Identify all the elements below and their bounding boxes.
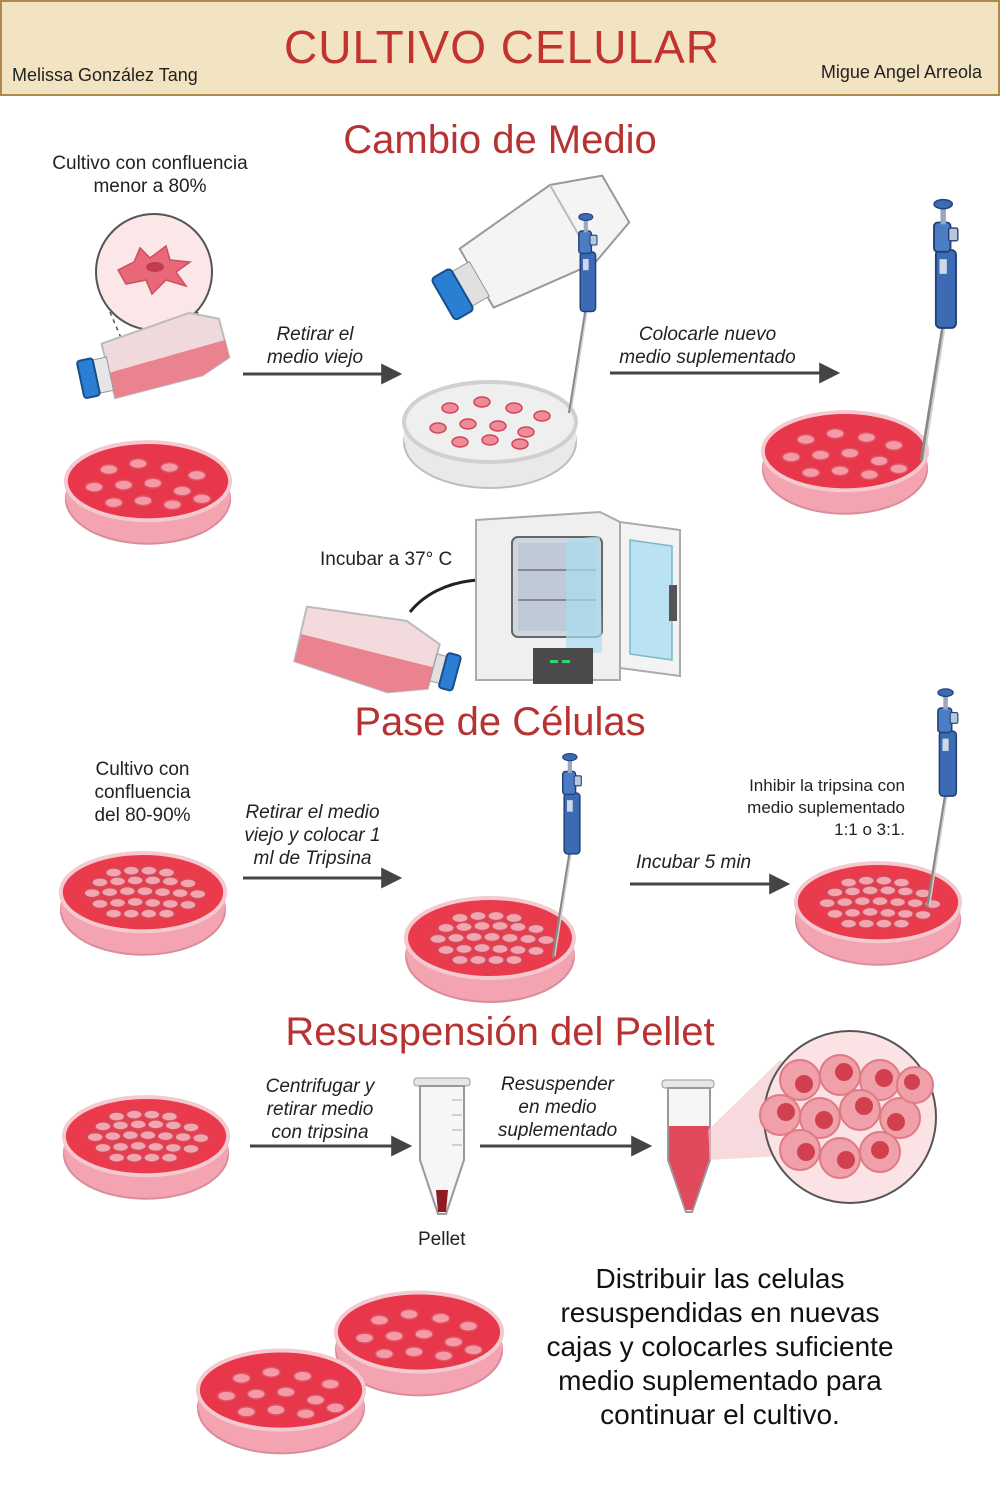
step-label-resuspend: Resuspender en medio suplementado <box>497 1074 618 1141</box>
petri-dish-icon <box>760 410 930 516</box>
petri-dish-icon <box>61 1095 231 1201</box>
step-label-incubate-5min: Incubar 5 min <box>636 852 752 873</box>
final-instruction: Distribuir las celulas resuspendidas en … <box>546 1263 894 1430</box>
caption-initial-culture: Cultivo con confluencia menor a 80% <box>52 153 248 197</box>
page-title: CULTIVO CELULAR <box>284 21 720 73</box>
pipette-icon <box>919 197 960 463</box>
centrifuge-tube-icon <box>661 1079 715 1213</box>
step-label-trypsin: Retirar el medio viejo y colocar 1 ml de… <box>244 802 381 869</box>
petri-dish-icon <box>63 440 233 546</box>
section-title-pellet: Resuspensión del Pellet <box>285 1010 715 1054</box>
pellet-label: Pellet <box>418 1229 466 1250</box>
cell-icon <box>759 1030 937 1204</box>
author-left: Melissa González Tang <box>12 65 198 85</box>
petri-dish-icon <box>195 1348 367 1456</box>
step-label-centrifuge: Centrifugar y retirar medio con tripsina <box>265 1076 375 1143</box>
culture-flask-icon <box>293 605 462 694</box>
step-label-incubate: Incubar a 37° C <box>320 549 453 570</box>
centrifuge-tube-icon <box>413 1077 471 1215</box>
petri-dish-icon <box>406 898 574 1002</box>
caption-confluent-culture: Cultivo con confluencia del 80-90% <box>94 759 191 826</box>
petri-dish-icon <box>402 380 578 489</box>
author-right: Migue Angel Arreola <box>820 62 982 82</box>
petri-dish-icon <box>58 851 228 957</box>
section-title-cambio: Cambio de Medio <box>343 118 657 162</box>
step-label-remove-old-medium: Retirar el medio viejo <box>266 324 364 368</box>
culture-flask-icon <box>76 311 231 400</box>
section-title-pase: Pase de Células <box>354 700 646 744</box>
header-banner: CULTIVO CELULAR Melissa González Tang Mi… <box>0 0 1000 96</box>
pipette-icon <box>925 686 960 910</box>
petri-dish-icon <box>793 861 963 967</box>
incubator-icon <box>475 510 681 684</box>
step-label-inhibit-trypsin: Inhibir la tripsina con medio suplementa… <box>747 776 905 839</box>
step-label-new-medium: Colocarle nuevo medio suplementado <box>619 324 796 368</box>
cell-zoom-icon <box>95 213 213 379</box>
culture-flask-icon <box>431 174 631 321</box>
